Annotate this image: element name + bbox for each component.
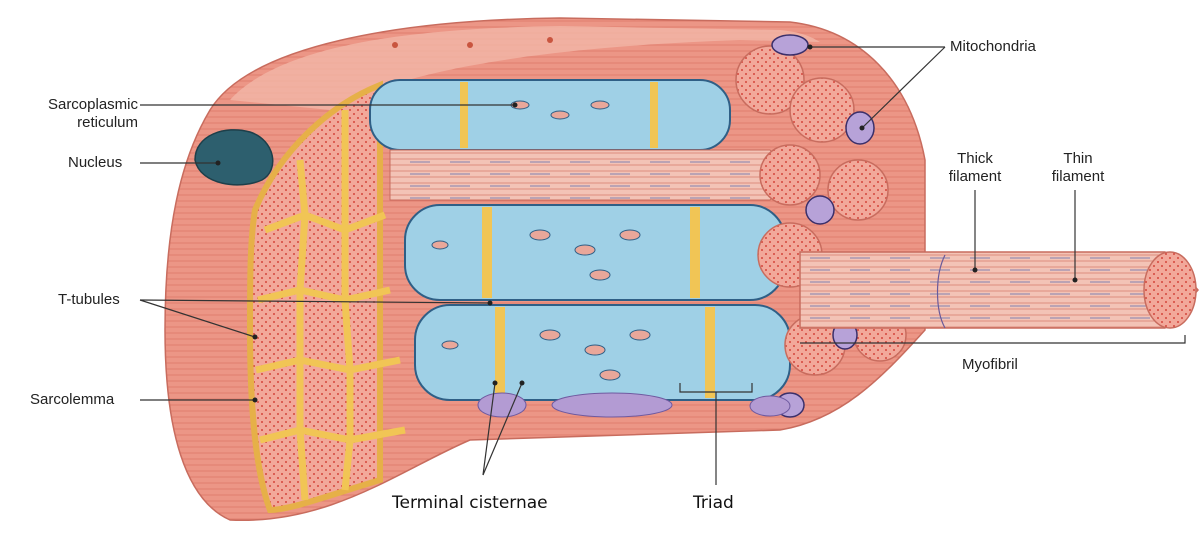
label-sarcolemma: Sarcolemma [30,391,114,409]
label-sarcoplasmic-reticulum: Sarcoplasmic reticulum [14,96,138,132]
sr-middle-row [405,205,785,300]
myofibril-top [390,150,790,200]
protruding-myofibril [800,252,1198,328]
sr-top-row [370,80,730,150]
label-thin-filament: Thin filament [1048,150,1108,186]
label-triad: Triad [693,494,734,512]
nucleus-shape [195,130,273,185]
label-t-tubules: T-tubules [58,291,120,309]
label-mitochondria: Mitochondria [950,38,1036,56]
label-myofibril: Myofibril [962,356,1018,374]
label-thick-filament: Thick filament [945,150,1005,186]
label-nucleus: Nucleus [68,154,122,172]
label-terminal-cisternae: Terminal cisternae [392,494,548,512]
